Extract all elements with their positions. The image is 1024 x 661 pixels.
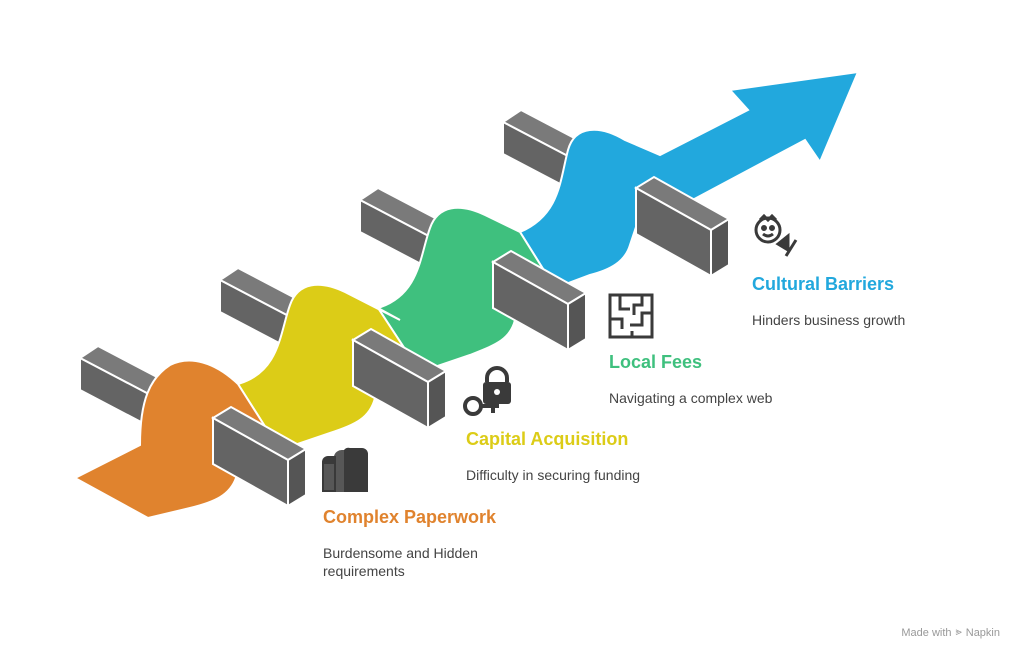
step-1-title: Complex Paperwork: [323, 507, 497, 527]
barrier-front-2: [351, 327, 448, 430]
maze-icon: [608, 293, 654, 339]
documents-icon: [322, 447, 368, 492]
ribbon-green: [376, 206, 556, 374]
napkin-brand: Napkin: [965, 626, 1000, 639]
barrier-front-4: [634, 175, 731, 278]
made-with-footer: Made with ⪢ Napkin: [901, 626, 1000, 639]
step-2-description: Difficulty in securing funding: [466, 467, 641, 483]
made-with-text: Made with: [901, 626, 952, 639]
step-1-label: Complex Paperwork Burdensome and Hidden …: [323, 507, 543, 580]
step-2-title: Capital Acquisition: [466, 429, 629, 449]
ribbon-orange: [72, 359, 281, 520]
step-4-description: Hinders business growth: [752, 312, 906, 328]
napkin-logo-icon: ⪢: [955, 626, 962, 638]
step-1-description: Burdensome and Hidden requirements: [323, 545, 478, 579]
step-3-title: Local Fees: [609, 352, 703, 372]
step-2-label: Capital Acquisition Difficulty in securi…: [466, 429, 706, 484]
ribbon-yellow: [236, 283, 421, 452]
step-3-description: Navigating a complex web: [609, 390, 773, 406]
step-3-label: Local Fees Navigating a complex web: [609, 352, 849, 407]
person-speech-icon: [754, 213, 798, 257]
step-4-title: Cultural Barriers: [752, 274, 895, 294]
ribbon-blue: [518, 70, 860, 290]
barrier-front-1: [211, 405, 308, 508]
barrier-front-3: [491, 249, 588, 352]
key-lock-icon: [463, 366, 511, 416]
step-4-label: Cultural Barriers Hinders business growt…: [752, 274, 992, 329]
